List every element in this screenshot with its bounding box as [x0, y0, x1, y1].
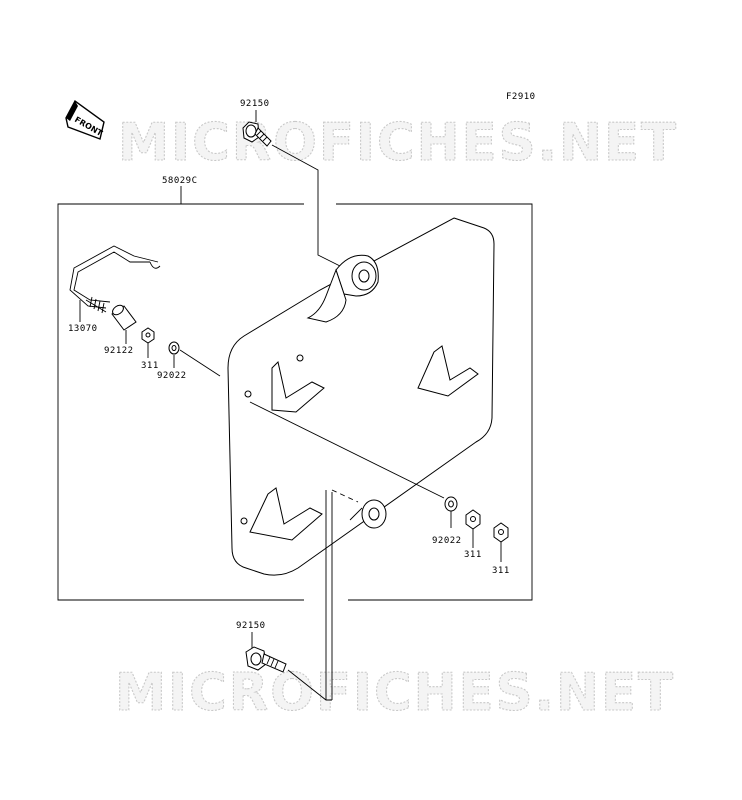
rod-13070-icon — [69, 245, 161, 314]
label-92150-top: 92150 — [240, 99, 270, 109]
license-plate-bracket — [227, 217, 495, 576]
label-311-left: 311 — [141, 361, 159, 371]
label-311-right-a: 311 — [464, 550, 482, 560]
watermark-top: MICROFICHES.NET — [118, 113, 678, 173]
washer-92022-left-icon — [168, 341, 180, 355]
nut-311-right-b-icon — [493, 522, 509, 543]
figure-code: F2910 — [506, 92, 536, 102]
front-arrow-icon: FRONT — [65, 99, 105, 140]
label-92150-bottom: 92150 — [236, 621, 266, 631]
label-92122: 92122 — [104, 346, 134, 356]
nut-311-left-icon — [141, 327, 155, 344]
label-58029c: 58029C — [162, 176, 198, 186]
assembly-frame — [57, 186, 533, 601]
collar-92122-icon — [111, 304, 137, 331]
washer-92022-right-icon — [444, 496, 458, 512]
watermark-bottom: MICROFICHES.NET — [115, 663, 675, 723]
label-13070: 13070 — [68, 324, 98, 334]
bolt-bottom-icon — [245, 646, 287, 673]
label-311-right-b: 311 — [492, 566, 510, 576]
label-92022-left: 92022 — [157, 371, 187, 381]
label-92022-right: 92022 — [432, 536, 462, 546]
bolt-top-icon — [242, 121, 272, 147]
nut-311-right-a-icon — [465, 509, 481, 530]
